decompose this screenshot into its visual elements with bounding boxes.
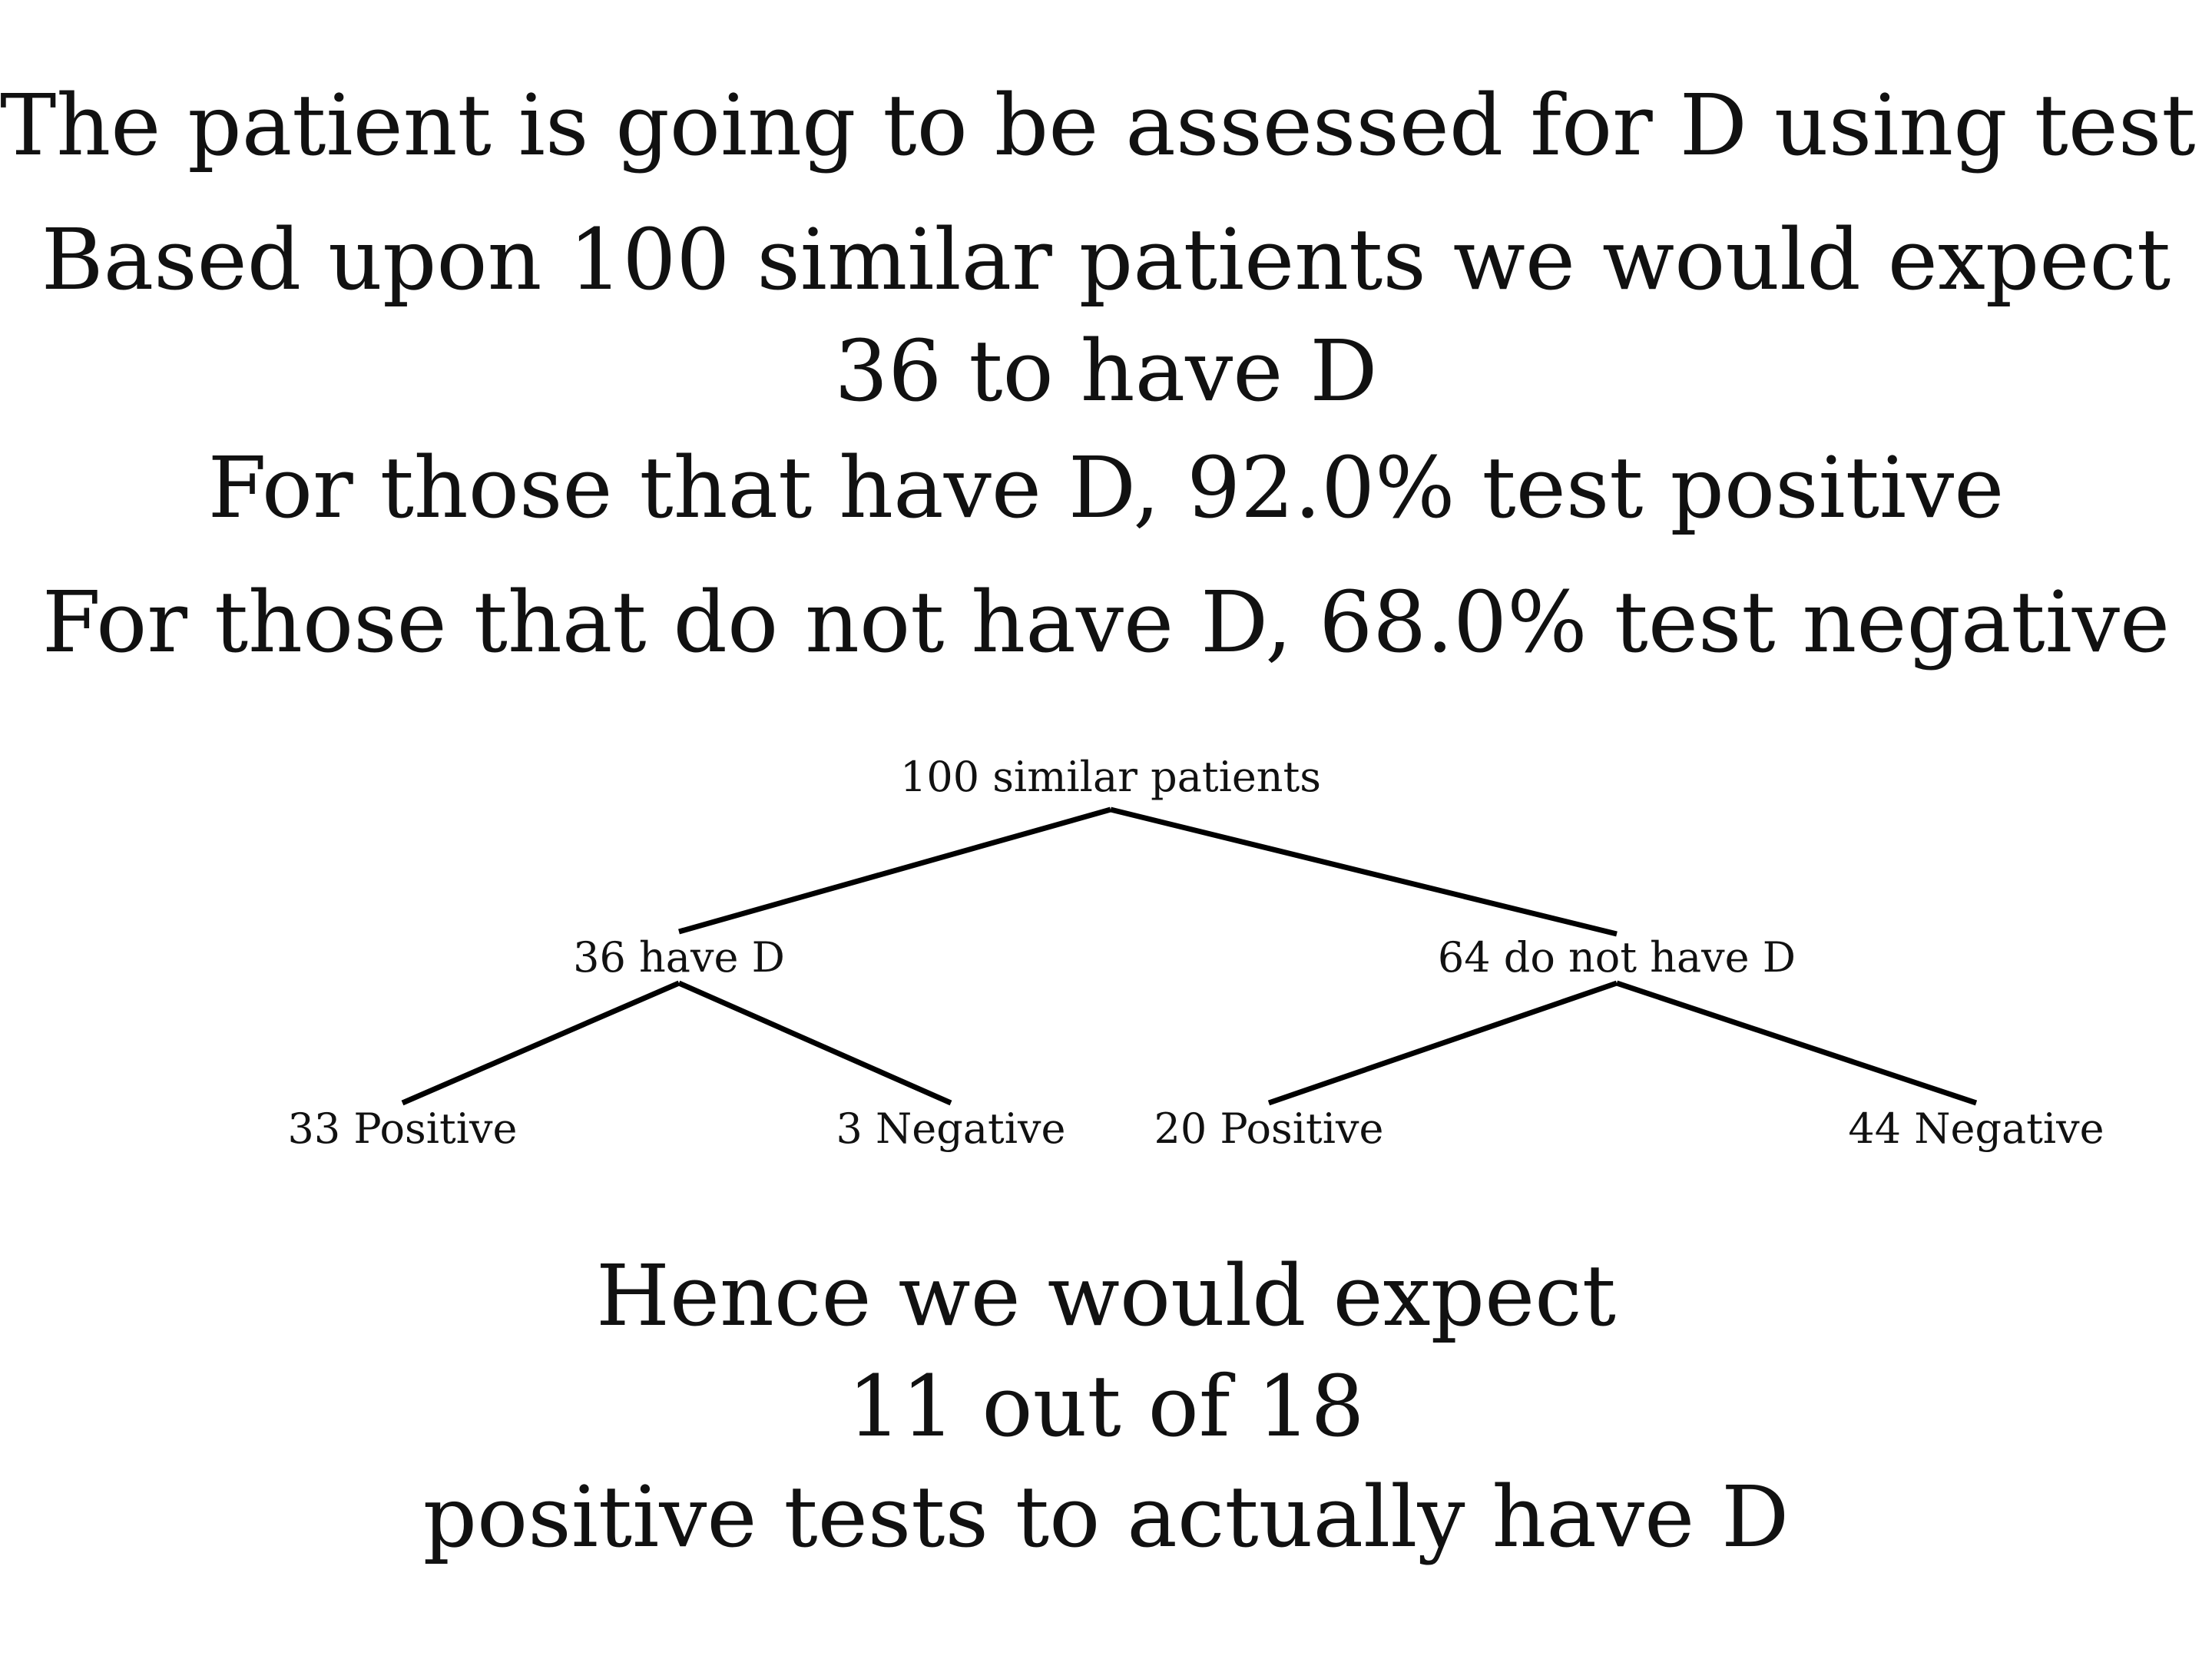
intro-line-assessment: The patient is going to be assessed for … xyxy=(0,76,2212,174)
intro-line-sensitivity: For those that have D, 92.0% test positi… xyxy=(207,439,2005,537)
node-not-have-d-positive: 20 Positive xyxy=(1154,1104,1384,1153)
edge-root-left xyxy=(678,806,1111,935)
node-not-have-d: 64 do not have D xyxy=(1438,933,1796,982)
edge-right-negative xyxy=(1615,980,1978,1106)
conclusion-line-outcome: positive tests to actually have D xyxy=(422,1468,1790,1566)
conclusion-line-intro: Hence we would expect xyxy=(595,1247,1616,1345)
node-not-have-d-negative: 44 Negative xyxy=(1848,1104,2104,1153)
intro-line-basis: Based upon 100 similar patients we would… xyxy=(41,210,2171,309)
node-have-d: 36 have D xyxy=(573,933,785,982)
edge-left-negative xyxy=(677,980,952,1106)
intro-line-specificity: For those that do not have D, 68.0% test… xyxy=(41,573,2171,671)
edge-left-positive xyxy=(401,980,680,1106)
intro-line-prevalence: 36 to have D xyxy=(834,322,1378,420)
node-have-d-positive: 33 Positive xyxy=(288,1104,518,1153)
node-root: 100 similar patients xyxy=(900,753,1321,801)
edge-root-right xyxy=(1110,806,1618,937)
node-have-d-negative: 3 Negative xyxy=(836,1104,1066,1153)
edge-right-positive xyxy=(1267,980,1618,1106)
conclusion-line-ratio: 11 out of 18 xyxy=(847,1357,1365,1455)
